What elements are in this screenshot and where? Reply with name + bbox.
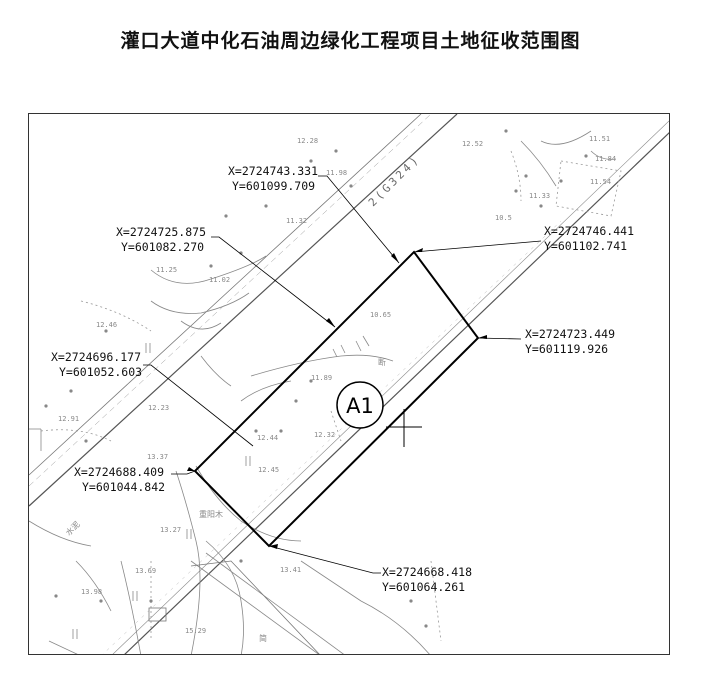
svg-text:12.28: 12.28 [297, 137, 318, 145]
coord-label-7: X=2724668.418 Y=601064.261 [382, 565, 472, 594]
svg-text:10.65: 10.65 [370, 311, 391, 319]
parcel-label-circle [336, 381, 384, 429]
svg-text:12.46: 12.46 [96, 321, 117, 329]
map-text-plant: 重阳木 [199, 509, 223, 519]
svg-text:11.54: 11.54 [590, 178, 611, 186]
coord-label-1: X=2724743.331 Y=601099.709 [228, 164, 318, 193]
survey-cross-marker [386, 409, 422, 447]
svg-text:12.52: 12.52 [462, 140, 483, 148]
svg-text:11.33: 11.33 [529, 192, 550, 200]
svg-text:Y=601064.261: Y=601064.261 [382, 580, 465, 594]
map-text-break: 断 [378, 357, 386, 367]
svg-text:X=2724696.177: X=2724696.177 [51, 350, 141, 364]
vegetation-marks [44, 129, 588, 628]
svg-text:11.51: 11.51 [589, 135, 610, 143]
svg-text:12.32: 12.32 [314, 431, 335, 439]
page-title: 灌口大道中化石油周边绿化工程项目土地征收范围图 [120, 30, 581, 52]
coord-label-3: X=2724746.441 Y=601102.741 [544, 224, 634, 253]
svg-text:11.32: 11.32 [286, 217, 307, 225]
svg-text:13.69: 13.69 [135, 567, 156, 575]
coord-label-2: X=2724725.875 Y=601082.270 [116, 225, 206, 254]
spot-heights: 12.28 11.98 12.52 11.51 11.84 11.54 11.3… [58, 135, 616, 635]
svg-text:12.44: 12.44 [257, 434, 278, 442]
svg-text:X=2724668.418: X=2724668.418 [382, 565, 472, 579]
svg-text:12.91: 12.91 [58, 415, 79, 423]
svg-text:Y=601102.741: Y=601102.741 [544, 239, 627, 253]
svg-text:11.84: 11.84 [595, 155, 616, 163]
svg-text:Y=601082.270: Y=601082.270 [121, 240, 204, 254]
svg-text:X=2724743.331: X=2724743.331 [228, 164, 318, 178]
svg-text:X=2724688.409: X=2724688.409 [74, 465, 164, 479]
svg-text:11.98: 11.98 [326, 169, 347, 177]
svg-text:13.27: 13.27 [160, 526, 181, 534]
building-outline [148, 560, 322, 656]
svg-text:13.98: 13.98 [81, 588, 102, 596]
svg-text:Y=601052.603: Y=601052.603 [59, 365, 142, 379]
parcel-label[interactable]: A1 [346, 394, 374, 418]
map-text-roadside: 水泥 [63, 519, 81, 537]
coord-label-5: X=2724696.177 Y=601052.603 [51, 350, 142, 379]
svg-text:X=2724746.441: X=2724746.441 [544, 224, 634, 238]
svg-text:11.89: 11.89 [311, 374, 332, 382]
svg-text:12.23: 12.23 [148, 404, 169, 412]
svg-text:Y=601044.842: Y=601044.842 [82, 480, 165, 494]
svg-text:15.29: 15.29 [185, 627, 206, 635]
terrain-lines [29, 130, 617, 656]
coord-label-4: X=2724723.449 Y=601119.926 [525, 327, 615, 356]
svg-text:10.5: 10.5 [495, 214, 512, 222]
svg-text:Y=601119.926: Y=601119.926 [525, 342, 608, 356]
tree-ticks [29, 335, 370, 639]
svg-text:11.02: 11.02 [209, 276, 230, 284]
parcel-a1-boundary[interactable] [193, 250, 480, 548]
svg-text:X=2724723.449: X=2724723.449 [525, 327, 615, 341]
coord-label-6: X=2724688.409 Y=601044.842 [74, 465, 165, 494]
svg-text:13.37: 13.37 [147, 453, 168, 461]
svg-text:Y=601099.709: Y=601099.709 [232, 179, 315, 193]
svg-text:13.41: 13.41 [280, 566, 301, 574]
road-label: 2(G324) [366, 152, 423, 209]
road-g324 [29, 114, 671, 656]
svg-text:X=2724725.875: X=2724725.875 [116, 225, 206, 239]
land-acquisition-map: A1 2(G324) X=2724743.331 Y=601099.709 X=… [29, 114, 671, 656]
svg-text:12.45: 12.45 [258, 466, 279, 474]
map-text-building: 简 [259, 633, 267, 643]
leader-arrowheads [187, 248, 487, 549]
svg-text:11.25: 11.25 [156, 266, 177, 274]
map-frame: A1 2(G324) X=2724743.331 Y=601099.709 X=… [28, 113, 671, 656]
